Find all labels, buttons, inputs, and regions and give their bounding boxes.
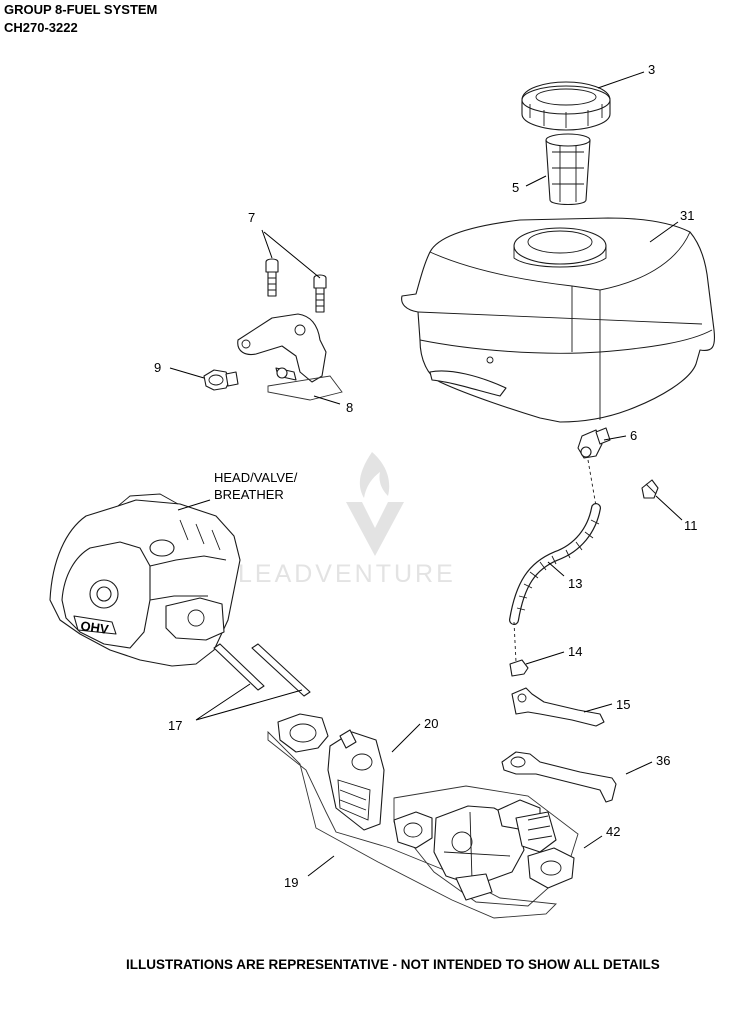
screws	[265, 258, 327, 313]
callout-head-line1: HEAD/VALVE/	[214, 470, 298, 485]
callout-19: 19	[284, 875, 298, 890]
flame-v-logo-icon	[346, 452, 404, 556]
throttle-lever	[501, 751, 617, 803]
fuel-tank	[401, 217, 716, 423]
hose-clamp	[509, 659, 529, 677]
control-lever	[511, 687, 605, 727]
disclaimer-note: ILLUSTRATIONS ARE REPRESENTATIVE - NOT I…	[126, 957, 660, 972]
studs	[213, 643, 311, 697]
fuel-cap	[521, 81, 611, 131]
callout-8: 8	[346, 400, 353, 415]
page-title: GROUP 8-FUEL SYSTEM	[4, 2, 158, 17]
cylinder-head-assembly: OHV	[49, 493, 241, 667]
flange-bolt	[203, 369, 239, 391]
fuel-strainer	[545, 133, 591, 206]
bracket	[237, 313, 343, 401]
callout-5: 5	[512, 180, 519, 195]
svg-text:OHV: OHV	[80, 618, 110, 637]
carburetor	[393, 785, 579, 907]
callout-20: 20	[424, 716, 438, 731]
callout-13: 13	[568, 576, 582, 591]
fuel-shutoff-valve	[577, 427, 611, 459]
callout-17: 17	[168, 718, 182, 733]
hose-clip	[641, 479, 659, 499]
callout-15: 15	[616, 697, 630, 712]
callout-14: 14	[568, 644, 582, 659]
leader-lines	[169, 71, 683, 877]
callout-11: 11	[684, 518, 698, 533]
callout-36: 36	[656, 753, 670, 768]
callout-7: 7	[248, 210, 255, 225]
callout-9: 9	[154, 360, 161, 375]
fuel-hose	[509, 459, 601, 663]
callout-42: 42	[606, 824, 620, 839]
callout-31: 31	[680, 208, 694, 223]
callout-head-line2: BREATHER	[214, 487, 284, 502]
callout-6: 6	[630, 428, 637, 443]
watermark-text: LEADVENTURE	[238, 560, 456, 588]
callout-3: 3	[648, 62, 655, 77]
watermark: LEADVENTURE	[238, 452, 456, 588]
model-number: CH270-3222	[4, 20, 78, 35]
carburetor-gasket-kit	[267, 713, 557, 919]
